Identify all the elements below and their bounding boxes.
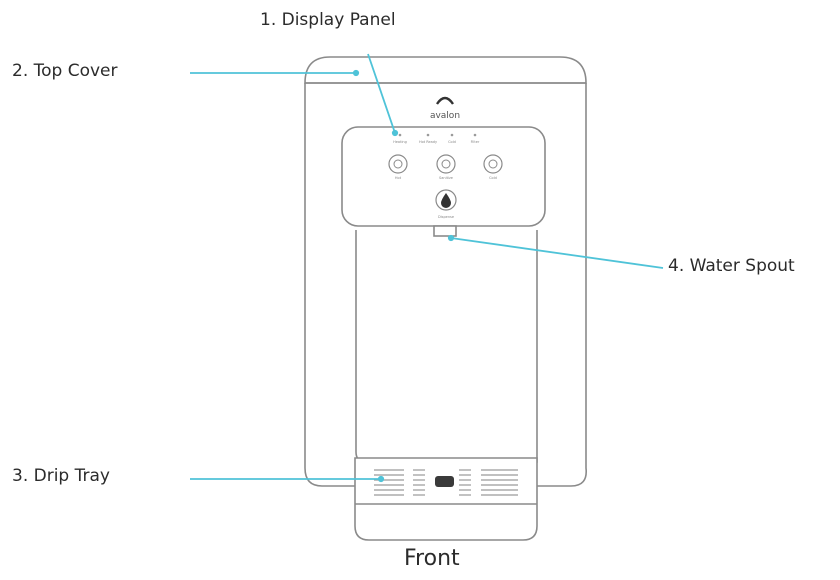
indicator-label: Filter	[471, 140, 480, 144]
hot-button-label: Hot	[395, 176, 402, 180]
view-caption: Front	[404, 546, 460, 571]
label-display-panel: 1. Display Panel	[260, 10, 396, 30]
indicator-lights	[398, 133, 477, 137]
dispense-button-label: Dispense	[438, 215, 454, 219]
brand-logo-text: avalon	[430, 111, 460, 121]
avalon-logo-icon	[436, 96, 454, 105]
water-spout-shape	[433, 225, 457, 237]
label-drip-tray: 3. Drip Tray	[12, 466, 110, 486]
label-water-spout: 4. Water Spout	[668, 256, 795, 276]
top-cover-shape	[304, 56, 587, 84]
water-drop-icon	[441, 193, 451, 208]
leader-lines	[190, 53, 664, 483]
label-top-cover: 2. Top Cover	[12, 61, 118, 81]
indicator-label: Hot Ready	[419, 140, 437, 144]
leader-line-water-spout	[450, 237, 664, 269]
sanitize-button-label: Sanitize	[439, 176, 453, 180]
leader-line-display-panel	[367, 53, 396, 134]
drip-tray-shape	[354, 457, 538, 541]
indicator-label: Heating	[393, 140, 407, 144]
cold-water-icon[interactable]	[483, 154, 503, 174]
cold-button-label: Cold	[489, 176, 497, 180]
indicator-label: Cold	[448, 140, 456, 144]
indicator-labels: Heating Hot Ready Cold Filter	[393, 140, 480, 144]
hot-water-icon[interactable]	[388, 154, 408, 174]
drip-tray-grille	[374, 469, 518, 496]
dispenser-body	[304, 56, 588, 541]
drip-tray-center-pad	[435, 476, 454, 487]
dispense-cavity	[355, 230, 538, 463]
sanitize-icon[interactable]	[436, 154, 456, 174]
